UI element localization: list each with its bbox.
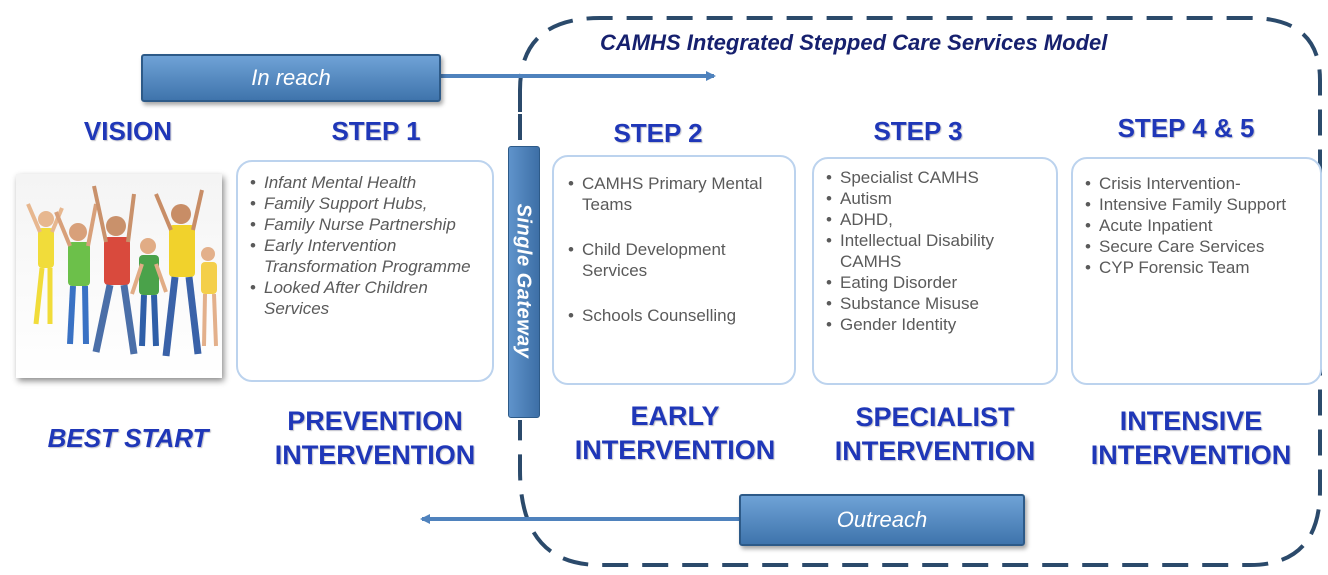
children-jumping-icon: [26, 185, 218, 357]
list-item: ADHD,: [824, 209, 1048, 230]
label-line: PREVENTION: [287, 406, 463, 436]
in-reach-label: In reach: [251, 65, 331, 90]
label-line: INTENSIVE: [1119, 406, 1263, 436]
children-photo: [16, 174, 222, 378]
outreach-label: Outreach: [836, 507, 928, 532]
list-item: Specialist CAMHS: [824, 167, 1048, 188]
vision-heading: VISION: [83, 116, 173, 146]
list-item: Schools Counselling: [566, 305, 784, 326]
label-line: INTERVENTION: [574, 435, 776, 465]
best-start-label: BEST START: [47, 423, 209, 453]
intensive-intervention-label: INTENSIVE INTERVENTION: [1072, 404, 1310, 472]
specialist-intervention-label: SPECIALIST INTERVENTION: [816, 400, 1054, 468]
step-1-heading: STEP 1: [331, 116, 421, 146]
label-line: SPECIALIST: [855, 402, 1015, 432]
list-item: Autism: [824, 188, 1048, 209]
step-4-5-services-box: Crisis Intervention- Intensive Family Su…: [1071, 157, 1322, 385]
list-item: Family Support Hubs,: [248, 193, 484, 214]
outreach-bar: Outreach: [739, 494, 1025, 546]
list-item: Infant Mental Health: [248, 172, 484, 193]
list-item: CAMHS Primary Mental Teams: [566, 173, 784, 215]
integrated-care-dashed-boundary: [518, 16, 1322, 567]
single-gateway-label: Single Gateway: [512, 203, 535, 359]
in-reach-bar: In reach: [141, 54, 441, 102]
list-item: Looked After Children Services: [248, 277, 484, 319]
step-3-services-box: Specialist CAMHS Autism ADHD, Intellectu…: [812, 157, 1058, 385]
list-item: Gender Identity: [824, 314, 1048, 335]
list-item: Child Development Services: [566, 239, 784, 281]
list-item: Acute Inpatient: [1083, 215, 1312, 236]
list-item: Early Intervention Transformation Progra…: [248, 235, 484, 277]
label-line: INTERVENTION: [1090, 440, 1292, 470]
list-item: Crisis Intervention-: [1083, 173, 1312, 194]
step-1-services-box: Infant Mental Health Family Support Hubs…: [236, 160, 494, 382]
step-4-5-heading: STEP 4 & 5: [1117, 113, 1255, 143]
list-item: Eating Disorder: [824, 272, 1048, 293]
label-line: INTERVENTION: [274, 440, 476, 470]
step-3-heading: STEP 3: [873, 116, 963, 146]
step-2-heading: STEP 2: [613, 118, 703, 148]
list-item: CYP Forensic Team: [1083, 257, 1312, 278]
list-item: Intellectual Disability CAMHS: [824, 230, 1048, 272]
list-item: Secure Care Services: [1083, 236, 1312, 257]
prevention-intervention-label: PREVENTION INTERVENTION: [256, 404, 494, 472]
list-item: Substance Misuse: [824, 293, 1048, 314]
step-2-services-box: CAMHS Primary Mental Teams Child Develop…: [552, 155, 796, 385]
list-item: Family Nurse Partnership: [248, 214, 484, 235]
label-line: EARLY: [630, 401, 720, 431]
early-intervention-label: EARLY INTERVENTION: [556, 399, 794, 467]
label-line: INTERVENTION: [834, 436, 1036, 466]
diagram-title: CAMHS Integrated Stepped Care Services M…: [600, 30, 1108, 55]
single-gateway-bar: [508, 146, 540, 418]
list-item: Intensive Family Support: [1083, 194, 1312, 215]
